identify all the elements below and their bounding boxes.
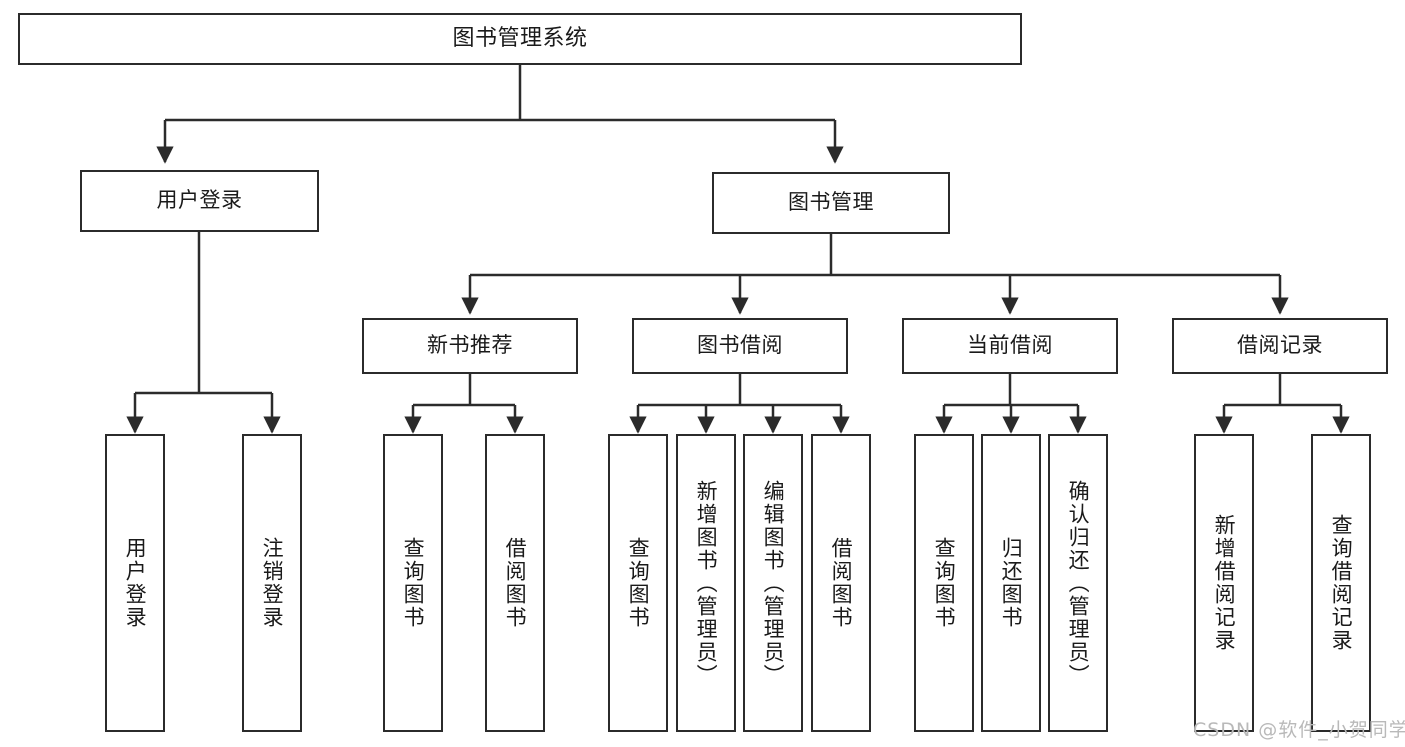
leaf-label: 查询图书	[932, 537, 957, 629]
node-book-borrow[interactable]: 图书借阅	[632, 318, 848, 374]
leaf-label: 新增借阅记录	[1212, 514, 1237, 652]
leaf-confirm-return-admin[interactable]: 确认归还（管理员）	[1048, 434, 1108, 732]
leaf-add-borrow-record[interactable]: 新增借阅记录	[1194, 434, 1254, 732]
node-user-login[interactable]: 用户登录	[80, 170, 319, 232]
node-book-management[interactable]: 图书管理	[712, 172, 950, 234]
node-root-system[interactable]: 图书管理系统	[18, 13, 1022, 65]
leaf-logout[interactable]: 注销登录	[242, 434, 302, 732]
leaf-label: 编辑图书（管理员）	[761, 479, 786, 687]
csdn-watermark: CSDN @软件_小贺同学	[1193, 719, 1405, 741]
leaf-label: 借阅图书	[829, 537, 854, 629]
leaf-borrow-book[interactable]: 借阅图书	[811, 434, 871, 732]
leaf-label: 确认归还（管理员）	[1066, 479, 1091, 687]
leaf-label: 用户登录	[123, 537, 148, 629]
leaf-label: 借阅图书	[503, 537, 528, 629]
leaf-label: 注销登录	[260, 537, 285, 629]
leaf-return-book[interactable]: 归还图书	[981, 434, 1041, 732]
leaf-label: 查询图书	[626, 537, 651, 629]
leaf-query-borrow-record[interactable]: 查询借阅记录	[1311, 434, 1371, 732]
node-borrow-record[interactable]: 借阅记录	[1172, 318, 1388, 374]
leaf-label: 查询图书	[401, 537, 426, 629]
leaf-label: 查询借阅记录	[1329, 514, 1354, 652]
leaf-label: 归还图书	[999, 537, 1024, 629]
node-new-book-recommend[interactable]: 新书推荐	[362, 318, 578, 374]
leaf-user-login[interactable]: 用户登录	[105, 434, 165, 732]
node-current-borrow[interactable]: 当前借阅	[902, 318, 1118, 374]
leaf-label: 新增图书（管理员）	[694, 479, 719, 687]
leaf-borrow-book-recommend[interactable]: 借阅图书	[485, 434, 545, 732]
leaf-query-book-current[interactable]: 查询图书	[914, 434, 974, 732]
leaf-query-book-borrow[interactable]: 查询图书	[608, 434, 668, 732]
leaf-edit-book-admin[interactable]: 编辑图书（管理员）	[743, 434, 803, 732]
leaf-add-book-admin[interactable]: 新增图书（管理员）	[676, 434, 736, 732]
leaf-query-book-recommend[interactable]: 查询图书	[383, 434, 443, 732]
